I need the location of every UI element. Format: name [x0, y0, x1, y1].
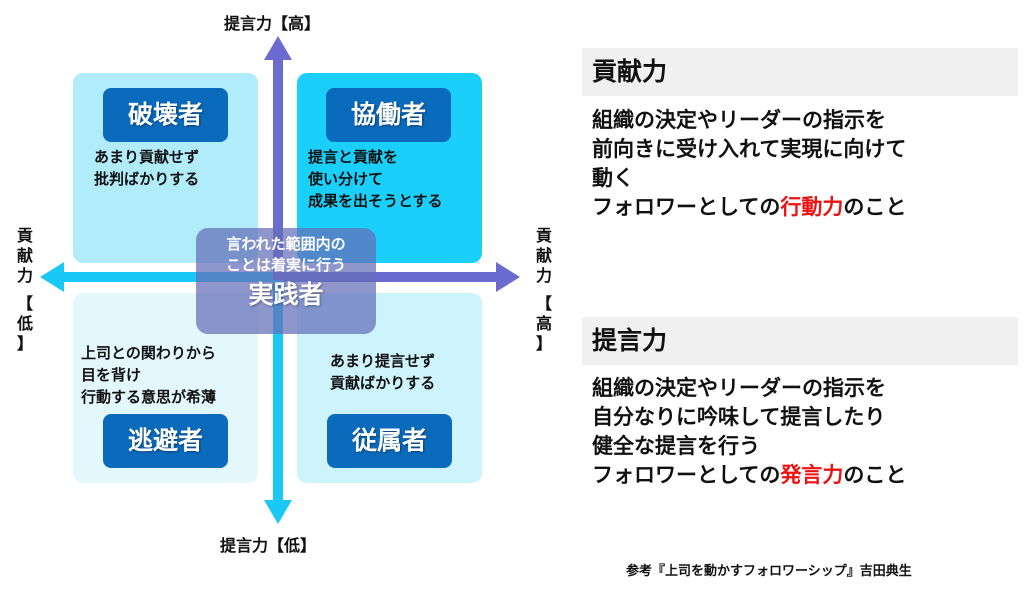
description-line: 提言と貢献を [308, 148, 399, 166]
panel-line: 組織の決定やリーダーの指示を [592, 108, 886, 132]
arrow-left-icon [40, 262, 64, 292]
panel-line-last: フォロワーとしての発言力のこと [592, 461, 906, 490]
axis-label-proposal-low: 提言力【低】 [220, 536, 317, 555]
axis-label-contribution-high: 貢 献 力 【 高 】 [534, 226, 554, 354]
axis-label-char: 【 [535, 294, 552, 313]
description-line: 上司との関わりから [81, 344, 216, 362]
description-line: 言われた範囲内の [226, 235, 346, 253]
description-line: 目を背け [81, 366, 142, 384]
axis-label-char: 】 [535, 334, 552, 353]
axis-label-proposal-high: 提言力【高】 [224, 14, 321, 33]
panel-line: 組織の決定やリーダーの指示を [592, 376, 886, 400]
badge-follower: 従属者 [327, 414, 452, 468]
text: のこと [843, 195, 907, 219]
axis-label-char: 献 [16, 246, 33, 265]
description-destroyer: あまり貢献せず 批判ばかりする [94, 146, 199, 190]
axis-label-char: 】 [16, 334, 33, 353]
vertical-axis-low [273, 280, 283, 512]
horizontal-axis-high [278, 272, 498, 282]
panel-line: 前向きに受け入れて実現に向けて [592, 137, 907, 161]
axis-label-char: 貢 [535, 226, 552, 245]
text: フォロワーとしての [592, 195, 781, 219]
axis-label-char: 貢 [16, 226, 33, 245]
axis-label-char: 【 [16, 294, 33, 313]
axis-label-char: 献 [535, 246, 552, 265]
axis-label-contribution-low: 貢 献 力 【 低 】 [15, 226, 35, 354]
center-practitioner: 言われた範囲内の ことは着実に行う 実践者 [196, 228, 376, 334]
text: のこと [843, 463, 907, 487]
description-escaper: 上司との関わりから 目を背け 行動する意思が希薄 [81, 342, 216, 408]
axis-label-char: 力 [16, 266, 33, 285]
description-collaborator: 提言と貢献を 使い分けて 成果を出そうとする [308, 146, 443, 212]
description-follower: あまり提言せず 貢献ばかりする [330, 350, 435, 394]
description-line: 使い分けて [308, 170, 384, 188]
arrow-up-icon [264, 36, 292, 60]
arrow-down-icon [264, 500, 292, 524]
panel-heading-proposal: 提言力 [582, 317, 1018, 365]
badge-destroyer: 破壊者 [103, 88, 228, 142]
panel-heading-contribution: 貢献力 [582, 48, 1018, 96]
arrow-right-icon [496, 262, 520, 292]
description-line: 行動する意思が希薄 [81, 388, 217, 406]
badge-escaper: 逃避者 [103, 414, 228, 468]
description-line: あまり提言せず [330, 352, 436, 370]
vertical-axis-high [273, 58, 283, 280]
description-line: 貢献ばかりする [330, 374, 436, 392]
panel-line: 動く [592, 166, 634, 190]
description-line: 批判ばかりする [94, 170, 200, 188]
badge-collaborator: 協働者 [326, 88, 451, 142]
axes [40, 36, 520, 524]
panel-body-contribution: 組織の決定やリーダーの指示を 前向きに受け入れて実現に向けて 動く フォロワーと… [592, 106, 906, 222]
text: フォロワーとしての [592, 463, 781, 487]
highlight-text: 行動力 [780, 195, 844, 219]
panel-body-proposal: 組織の決定やリーダーの指示を 自分なりに吟味して提言したり 健全な提言を行う フ… [592, 374, 906, 490]
axis-label-char: 低 [16, 314, 33, 333]
axis-label-char: 力 [535, 266, 552, 285]
description-line: 成果を出そうとする [308, 192, 443, 210]
description-line: ことは着実に行う [225, 256, 346, 274]
description-line: あまり貢献せず [94, 148, 200, 166]
panel-line-last: フォロワーとしての行動力のこと [592, 193, 906, 222]
panel-line: 健全な提言を行う [592, 434, 760, 458]
reference-citation: 参考『上司を動かすフォロワーシップ』吉田典生 [626, 564, 912, 579]
center-title: 実践者 [248, 280, 324, 309]
highlight-text: 発言力 [780, 463, 844, 487]
panel-line: 自分なりに吟味して提言したり [592, 405, 886, 429]
horizontal-axis-low [60, 272, 282, 282]
center-description: 言われた範囲内の ことは着実に行う [196, 234, 376, 276]
axis-label-char: 高 [535, 314, 552, 333]
